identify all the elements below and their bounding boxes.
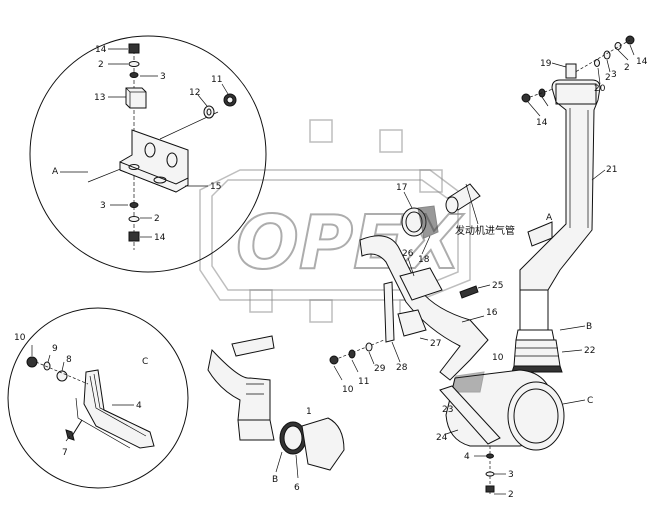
washer-2-top (128, 61, 140, 67)
callout-c-8: 8 (66, 355, 72, 365)
callout-a-3-top: 3 (160, 72, 166, 82)
callout-14-tower-left: 14 (536, 118, 548, 128)
callout-6: B (272, 475, 278, 485)
intake-tower-assembly: A 19 20 2 3 2 14 14 21 B 22 (511, 35, 648, 373)
callout-22: B (586, 322, 592, 332)
callout-c-4: 4 (136, 401, 142, 411)
callout-a-11: 11 (211, 75, 222, 85)
engine-intake-pipe (445, 196, 459, 214)
callout-17: 17 (396, 183, 407, 193)
detail-view-a: A (29, 35, 267, 273)
lock-washer-3-top (129, 72, 139, 78)
callout-4-main: 24 (436, 433, 448, 443)
washer-9 (43, 361, 51, 371)
strap-4-detail (83, 369, 155, 449)
callout-11: 11 (358, 377, 369, 387)
detail-view-b: 1 B 6 (207, 335, 345, 493)
callout-3-bottom: 4 (464, 452, 470, 462)
callout-23: 22 (584, 346, 595, 356)
callout-29: 29 (374, 364, 386, 374)
bolt-7 (65, 429, 75, 441)
callout-a-12: 12 (189, 88, 200, 98)
pipe-b (207, 348, 271, 421)
bracket-19 (565, 63, 577, 79)
air-cleaner-cover (507, 381, 565, 451)
bracket-b (231, 335, 275, 357)
callout-c-10: 10 (14, 333, 26, 343)
callout-28: 28 (396, 363, 408, 373)
hose-6 (301, 417, 345, 471)
nut-10-detail (26, 356, 38, 368)
hose-16 (359, 235, 489, 381)
clamp-26 (399, 267, 443, 301)
detail-c-label: C (142, 357, 148, 367)
callout-1: 2 (508, 490, 514, 500)
washer-8 (56, 370, 68, 382)
detail-a-label: A (52, 167, 59, 177)
callout-2-tower: 2 (605, 73, 611, 83)
marker-c: 23 (442, 405, 453, 415)
air-cleaner-assembly: 23 10 C 24 4 3 2 (436, 353, 593, 500)
callout-2-tower-b: 2 (624, 63, 630, 73)
clamp-27 (397, 309, 427, 337)
marker-b: 10 (492, 353, 504, 363)
washer-29 (365, 342, 373, 352)
callout-19: 19 (540, 59, 552, 69)
marker-b-detail: 1 (306, 407, 312, 417)
washer-12 (203, 105, 215, 119)
callout-25: 25 (492, 281, 503, 291)
callout-3-tower: 3 (611, 70, 617, 80)
nut-14-bottom (128, 231, 140, 242)
callout-10: 10 (342, 385, 354, 395)
callout-18: 18 (418, 255, 430, 265)
callout-a-13: 13 (94, 93, 105, 103)
callout-a-2-top: 2 (98, 60, 104, 70)
nut-14-top (128, 43, 140, 54)
callout-a-15: 15 (210, 182, 221, 192)
detail-view-c: C 10 9 8 4 7 (7, 307, 189, 489)
strap-4-main (439, 385, 501, 445)
callout-20: 20 (594, 84, 606, 94)
bracket-28 (383, 281, 395, 343)
engine-intake-caption: 发动机进气管 (455, 224, 515, 237)
bolt-25 (459, 285, 479, 299)
callout-5: 6 (294, 483, 300, 493)
marker-a: A (546, 213, 553, 223)
callout-a-3-bottom: 3 (100, 201, 106, 211)
hose-22 (513, 339, 561, 367)
callout-24: C (587, 396, 593, 406)
callout-21: 21 (606, 165, 617, 175)
callout-16: 16 (486, 308, 498, 318)
block-13 (125, 87, 147, 109)
lock-washer-3-bottom (129, 202, 139, 208)
nut-10 (329, 355, 339, 365)
callout-14-tower-right: 14 (636, 57, 648, 67)
callout-c-7: 7 (62, 448, 68, 458)
nut-14-tower-left (521, 93, 531, 103)
callout-27: 27 (430, 339, 441, 349)
intake-hose-assembly: 16 发动机进气管 17 18 26 25 27 28 (329, 183, 515, 395)
washer-2-bottom (128, 216, 140, 222)
callout-2-bottom: 3 (508, 470, 514, 480)
callout-a-14-top: 14 (95, 45, 107, 55)
callout-a-14-bottom: 14 (154, 233, 166, 243)
callout-26: 26 (402, 249, 414, 259)
washer-11 (348, 349, 356, 359)
callout-a-2-bottom: 2 (154, 214, 160, 224)
callout-c-9: 9 (52, 344, 58, 354)
